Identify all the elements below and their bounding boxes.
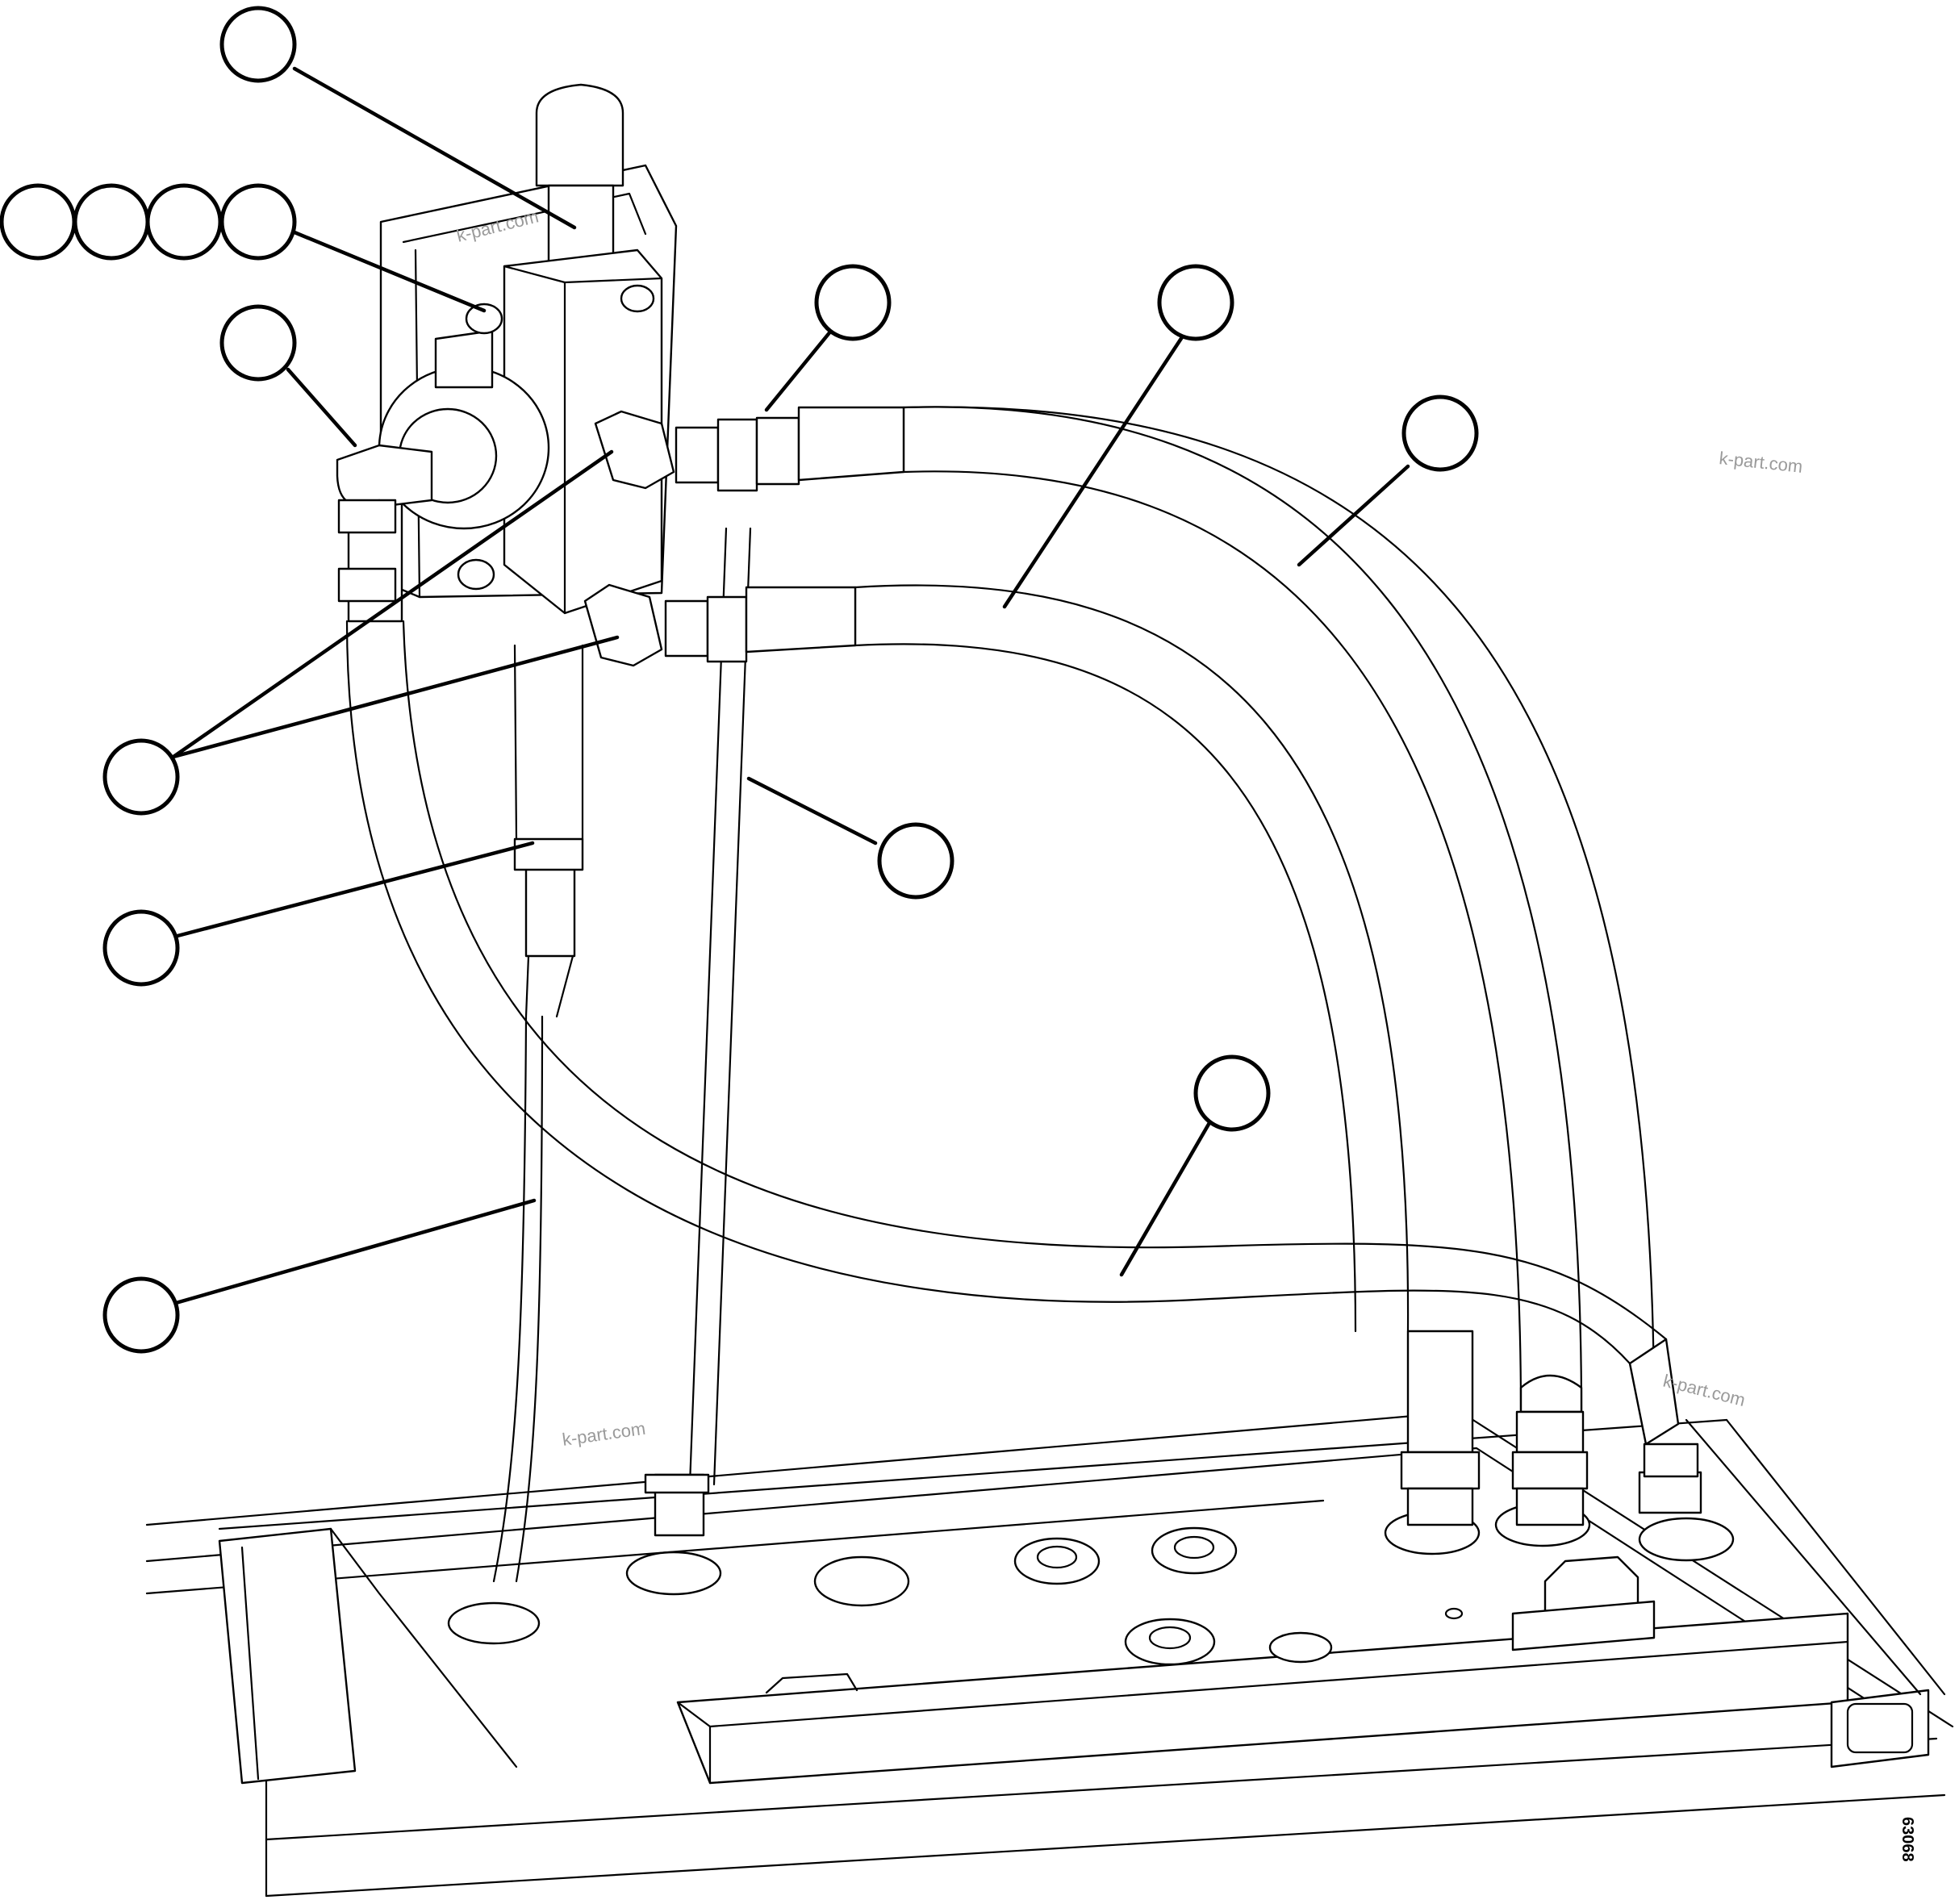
callout-bubble <box>1157 264 1234 341</box>
leader-8 <box>746 776 878 846</box>
leader-6 <box>1297 464 1410 567</box>
valve-assembly <box>336 83 905 667</box>
callout-bubble <box>102 909 180 987</box>
callout-bubble <box>0 183 77 261</box>
lower-fittings <box>1400 1330 1702 1526</box>
hose-s-loop <box>345 620 1668 1365</box>
leader-11 <box>173 1198 537 1305</box>
callout-bubble <box>102 738 180 816</box>
watermark-text: k-part.com <box>561 1418 646 1450</box>
hose-middle-arc <box>854 584 1410 1333</box>
leader-9 <box>175 841 535 938</box>
figure-number: 63068 <box>1898 1817 1916 1862</box>
callout-bubble <box>219 304 297 382</box>
callout-leaders <box>171 66 1410 1305</box>
leader-7b <box>171 635 620 759</box>
callout-bubble <box>814 264 892 341</box>
callout-bubble <box>219 6 297 83</box>
callout-bubble <box>145 183 223 261</box>
leader-7a <box>171 449 614 759</box>
frame-base <box>145 1410 1954 1898</box>
watermark-text: k-part.com <box>1718 448 1803 477</box>
callout-bubbles <box>0 6 1479 1354</box>
callout-bubble <box>1193 1054 1271 1132</box>
callout-bubble <box>219 183 297 261</box>
callout-bubble <box>877 822 954 900</box>
callout-bubble <box>1401 395 1479 472</box>
leader-10 <box>1119 1119 1213 1277</box>
leader-5 <box>1002 335 1184 609</box>
callout-bubble <box>102 1276 180 1354</box>
hose-upper-loop <box>902 406 1583 1413</box>
leader-2 <box>292 230 487 313</box>
tube-left-vertical <box>492 1015 544 1583</box>
leader-1 <box>292 66 577 230</box>
leader-4 <box>764 328 833 412</box>
callout-bubble <box>73 183 150 261</box>
hose-upper-loop-outer <box>902 406 1656 1413</box>
leader-3 <box>286 367 357 448</box>
tube-middle-vertical <box>688 527 752 1486</box>
